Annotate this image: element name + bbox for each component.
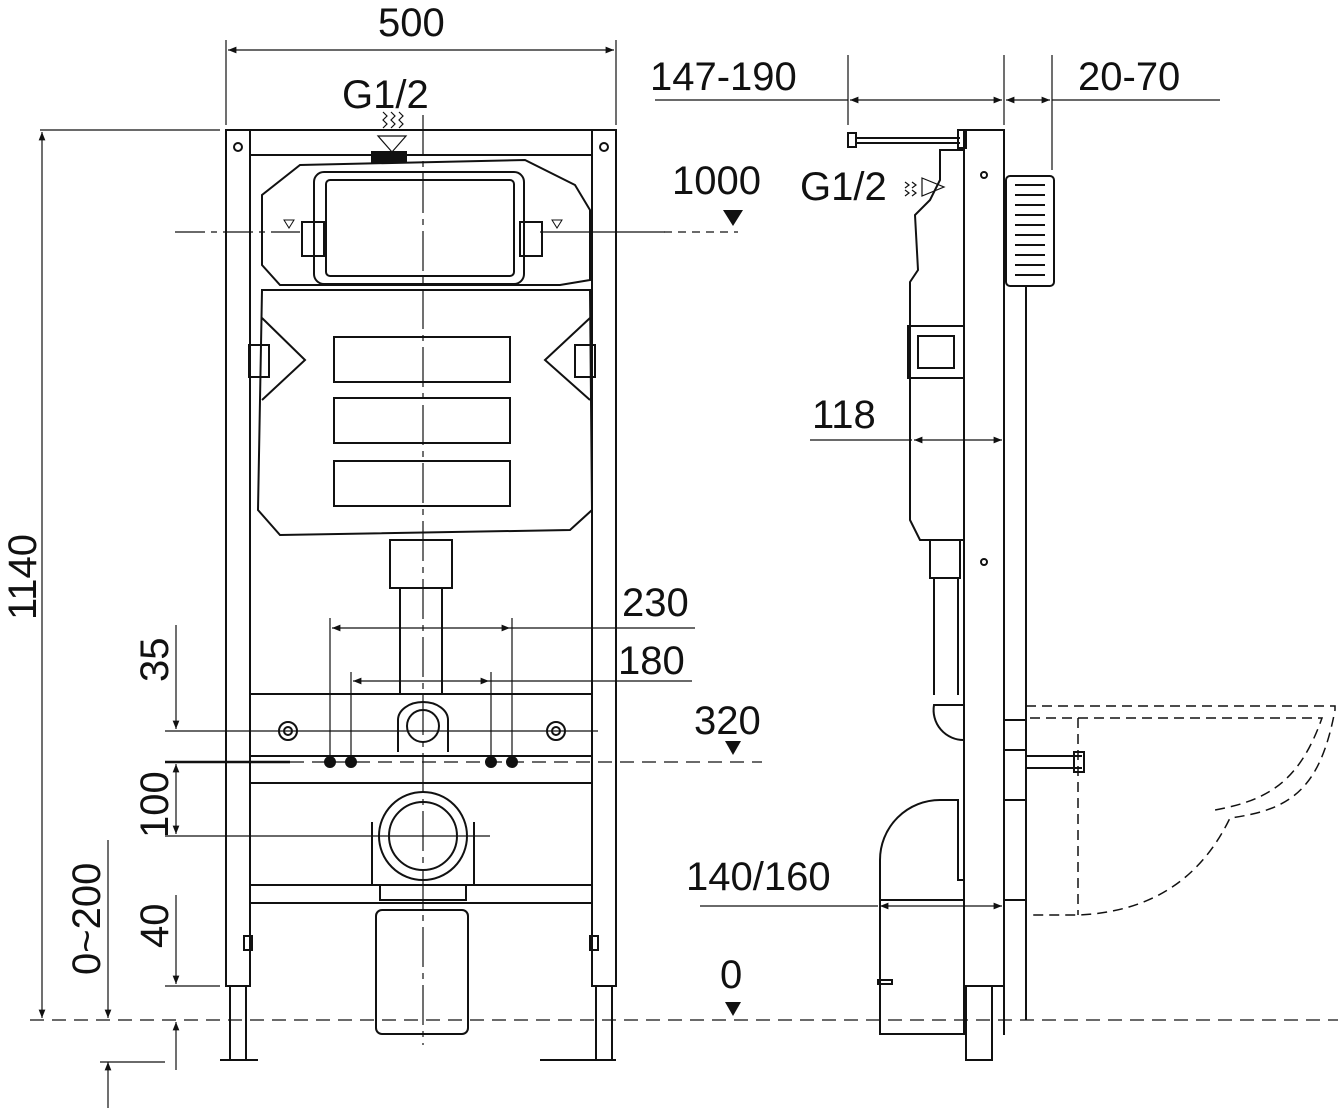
side-dimensions xyxy=(655,55,1220,910)
label-height-1140: 1140 xyxy=(1,534,45,620)
cistern-side xyxy=(909,149,965,541)
side-view xyxy=(847,129,1085,1061)
label-inlet-front: G1/2 xyxy=(342,73,429,117)
label-height-1000: 1000 xyxy=(672,159,761,203)
label-inlet-side: G1/2 xyxy=(800,165,887,209)
front-dimensions xyxy=(38,40,695,1108)
front-centerlines xyxy=(30,115,1338,1045)
label-height-100: 100 xyxy=(133,771,177,838)
label-dist-230: 230 xyxy=(622,581,689,625)
dimension-labels: 500 G1/2 147-190 20-70 1000 G1/2 118 230… xyxy=(1,1,1180,997)
mounting-rail xyxy=(249,693,593,757)
label-height-35: 35 xyxy=(133,638,177,683)
label-height-40: 40 xyxy=(133,904,177,949)
front-view xyxy=(220,129,617,1061)
cistern-window-1 xyxy=(333,336,511,383)
flush-plate-opening xyxy=(313,171,525,285)
frame-left-upright xyxy=(225,129,251,987)
label-width-500: 500 xyxy=(378,1,445,45)
label-height-320: 320 xyxy=(694,699,761,743)
label-dist-180: 180 xyxy=(618,639,685,683)
flush-pipe xyxy=(389,539,453,589)
side-drain-elbow xyxy=(879,799,965,1035)
label-depth-118: 118 xyxy=(812,393,876,437)
wall-hung-toilet-outline xyxy=(1026,705,1336,916)
label-depth-range: 147-190 xyxy=(650,55,797,99)
drain-pipe xyxy=(375,909,469,1035)
flush-actuator-frame xyxy=(1005,175,1055,287)
cistern-body xyxy=(256,289,594,537)
frame-right-upright xyxy=(591,129,617,987)
cistern-tank xyxy=(261,158,591,286)
cistern-window-2 xyxy=(333,397,511,444)
label-adjust-0-200: 0~200 xyxy=(65,863,109,975)
label-level-0: 0 xyxy=(720,953,742,997)
cistern-window-3 xyxy=(333,460,511,507)
label-drain-140-160: 140/160 xyxy=(686,855,831,899)
label-wall-range: 20-70 xyxy=(1078,55,1180,99)
